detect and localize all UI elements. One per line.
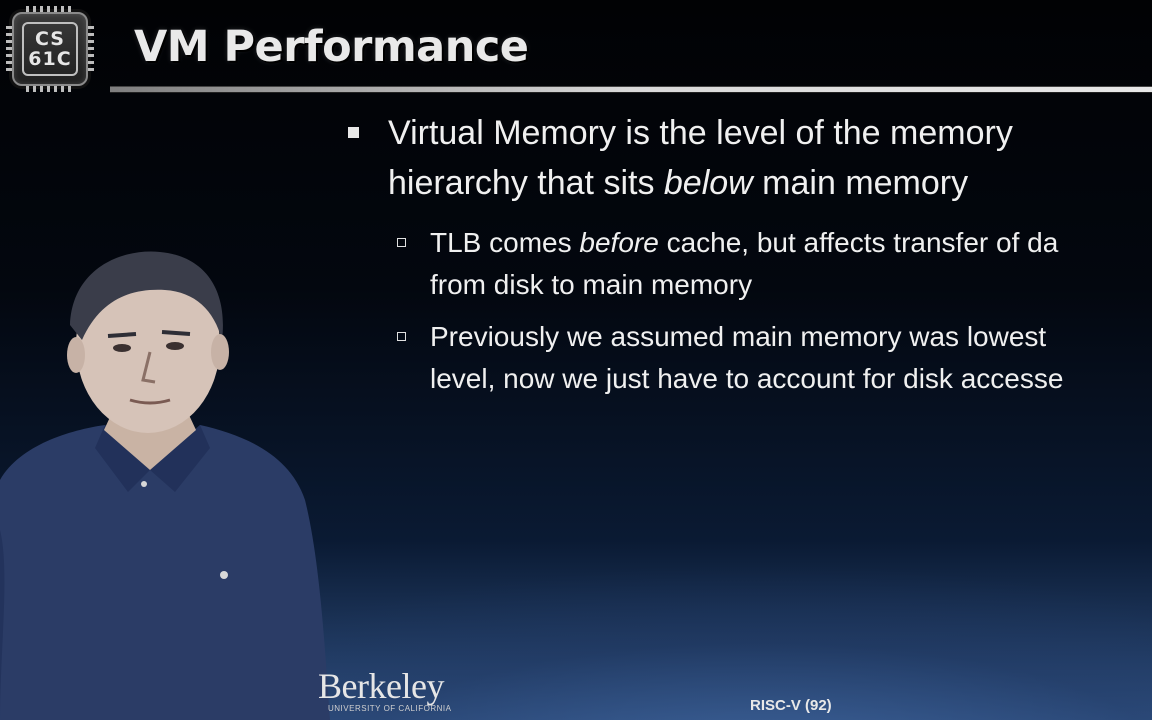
- presenter-mouth: [129, 398, 171, 405]
- sub-bullet-text: TLB comes: [430, 227, 580, 258]
- logo-line-2: 61C: [28, 48, 72, 70]
- sub-bullet-line: TLB comes before cache, but affects tran…: [430, 222, 1152, 264]
- hollow-square-bullet-icon: [397, 332, 406, 341]
- chip-pins-bottom: [26, 86, 74, 92]
- chip-pins-top: [26, 6, 74, 12]
- title-divider: [110, 86, 1152, 93]
- sub-bullet-line: Previously we assumed main memory was lo…: [430, 321, 1047, 352]
- presenter-figure: [0, 251, 330, 720]
- presenter-ear-left: [67, 337, 85, 373]
- sub-bullet-item: TLB comes before cache, but affects tran…: [397, 222, 1152, 306]
- square-bullet-icon: [348, 127, 359, 138]
- sub-bullet-text: cache, but affects transfer of da: [658, 227, 1059, 258]
- berkeley-logo-subtitle: UNIVERSITY OF CALIFORNIA: [328, 704, 452, 713]
- sub-bullet-item: Previously we assumed main memory was lo…: [397, 316, 1152, 400]
- presenter-hair: [70, 251, 223, 340]
- logo-text: CS 61C: [22, 22, 78, 76]
- sub-bullet-list: TLB comes before cache, but affects tran…: [342, 222, 1152, 400]
- shirt-button: [141, 481, 147, 487]
- berkeley-logo: Berkeley: [318, 666, 444, 706]
- bullet-text: hierarchy that sits: [388, 164, 664, 202]
- bullet-emphasis: below: [663, 164, 753, 202]
- sub-bullet-emphasis: before: [579, 227, 659, 258]
- bullet-item: Virtual Memory is the level of the memor…: [342, 108, 1152, 208]
- bullet-line: hierarchy that sits below main memory: [388, 158, 1152, 208]
- bullet-text: Virtual Memory is the level of the memor…: [388, 114, 1013, 152]
- sub-bullet-line: level, now we just have to account for d…: [430, 363, 1064, 394]
- bullet-list: Virtual Memory is the level of the memor…: [342, 108, 1152, 410]
- cs61c-logo: CS 61C: [6, 6, 94, 92]
- bullet-line: Virtual Memory is the level of the memor…: [388, 108, 1152, 158]
- logo-line-1: CS: [35, 28, 65, 50]
- presenter-arm: [0, 530, 5, 720]
- slide-footer-tag: RISC-V (92): [750, 697, 832, 714]
- bullet-text: main memory: [752, 164, 969, 202]
- presenter-eye-right: [166, 342, 184, 350]
- shirt-logo: [220, 571, 228, 579]
- presenter-ear-right: [211, 334, 229, 370]
- presenter-shirt: [0, 425, 330, 720]
- sub-bullet-line: from disk to main memory: [430, 269, 753, 300]
- presenter-eye-left: [113, 344, 131, 352]
- presenter-nose: [141, 351, 156, 384]
- presenter-brows: [107, 330, 191, 338]
- presenter-collar: [95, 425, 150, 492]
- chip-pins-right: [88, 26, 94, 72]
- hollow-square-bullet-icon: [397, 238, 406, 247]
- presenter-collar-right: [150, 425, 210, 492]
- chip-pins-left: [6, 26, 12, 72]
- slide-title: VM Performance: [134, 22, 529, 72]
